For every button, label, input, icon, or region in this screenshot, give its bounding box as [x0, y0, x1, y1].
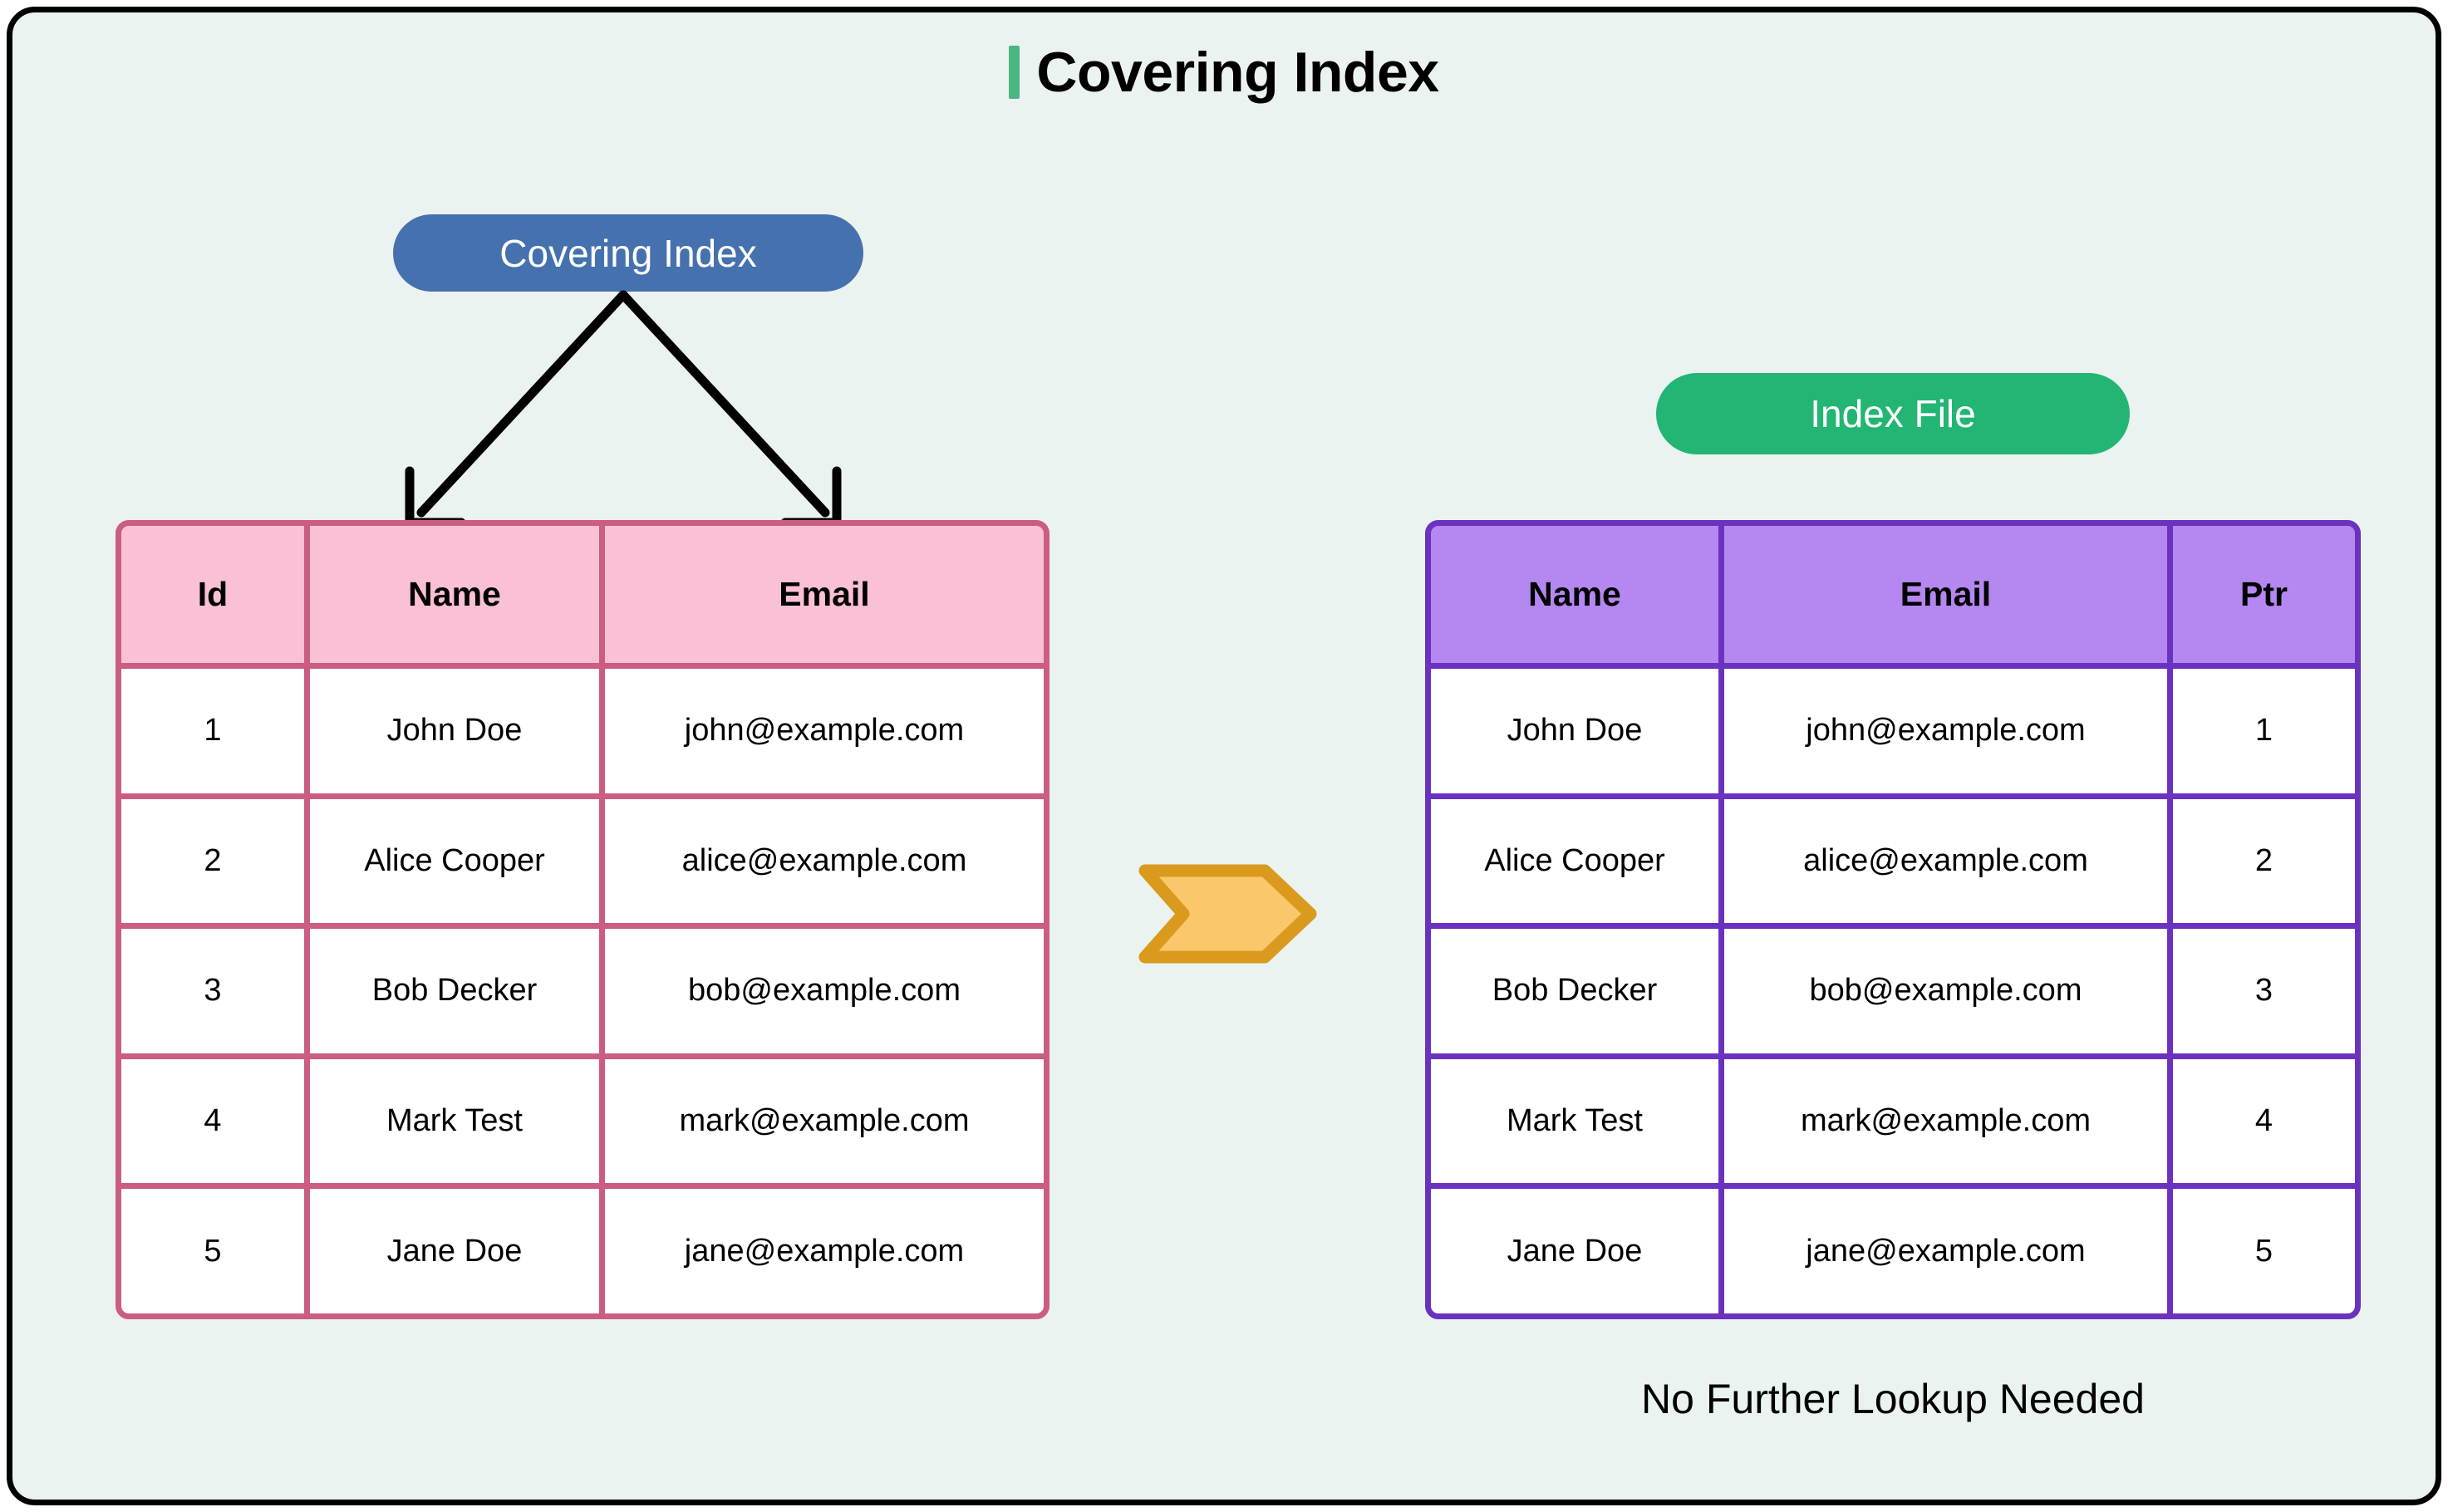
chevron-right-icon: [1138, 864, 1317, 964]
table-row: John Doe john@example.com 1: [1431, 669, 2355, 793]
diagram-canvas: Covering Index Covering Index Index File…: [7, 7, 2441, 1505]
cell-email: john@example.com: [1724, 669, 2167, 793]
table-row: 3 Bob Decker bob@example.com: [121, 929, 1044, 1053]
cell-ptr: 5: [2173, 1189, 2355, 1313]
cell-name: Bob Decker: [1431, 929, 1718, 1053]
arrow-line-right: [618, 290, 830, 518]
column-header-email: Email: [1724, 526, 2167, 663]
table-row: 2 Alice Cooper alice@example.com: [121, 798, 1044, 924]
cell-name: Alice Cooper: [310, 798, 599, 924]
page-title: Covering Index: [12, 44, 2436, 101]
column-header-name: Name: [310, 526, 599, 663]
caption-text: No Further Lookup Needed: [1641, 1376, 2145, 1422]
cell-email: jane@example.com: [605, 1189, 1044, 1313]
cell-name: Mark Test: [310, 1058, 599, 1184]
arrow-head-right: [780, 466, 842, 528]
connector-arrows: [405, 290, 842, 528]
table-row: 4 Mark Test mark@example.com: [121, 1058, 1044, 1184]
cell-email: mark@example.com: [605, 1058, 1044, 1184]
cell-email: john@example.com: [605, 669, 1044, 793]
table-header-row: Name Email Ptr: [1431, 526, 2355, 663]
page-title-text: Covering Index: [1036, 41, 1439, 104]
cell-name: John Doe: [310, 669, 599, 793]
cell-id: 5: [121, 1189, 304, 1313]
table-row: 5 Jane Doe jane@example.com: [121, 1189, 1044, 1313]
cell-ptr: 1: [2173, 669, 2355, 793]
arrow-head-left: [405, 466, 466, 528]
cell-email: bob@example.com: [1724, 929, 2167, 1053]
badge-covering-index-label: Covering Index: [499, 231, 757, 275]
badge-index-file: Index File: [1656, 373, 2130, 454]
cell-id: 3: [121, 929, 304, 1053]
cell-name: John Doe: [1431, 669, 1718, 793]
badge-covering-index: Covering Index: [393, 214, 863, 292]
cell-name: Bob Decker: [310, 929, 599, 1053]
cell-email: mark@example.com: [1724, 1058, 2167, 1184]
cell-id: 2: [121, 798, 304, 924]
cell-ptr: 2: [2173, 798, 2355, 924]
cell-ptr: 3: [2173, 929, 2355, 1053]
title-accent-bar: [1009, 46, 1020, 99]
cell-email: alice@example.com: [605, 798, 1044, 924]
cell-name: Jane Doe: [310, 1189, 599, 1313]
table-header-row: Id Name Email: [121, 526, 1044, 663]
column-header-ptr: Ptr: [2173, 526, 2355, 663]
badge-index-file-label: Index File: [1810, 392, 1976, 435]
column-header-email: Email: [605, 526, 1044, 663]
table-row: Bob Decker bob@example.com 3: [1431, 929, 2355, 1053]
table-row: Jane Doe jane@example.com 5: [1431, 1189, 2355, 1313]
cell-name: Jane Doe: [1431, 1189, 1718, 1313]
column-header-id: Id: [121, 526, 304, 663]
cell-name: Alice Cooper: [1431, 798, 1718, 924]
table-row: Alice Cooper alice@example.com 2: [1431, 798, 2355, 924]
data-table: Id Name Email 1 John Doe john@example.co…: [116, 520, 1049, 1319]
cell-email: jane@example.com: [1724, 1189, 2167, 1313]
table-row: 1 John Doe john@example.com: [121, 669, 1044, 793]
column-header-name: Name: [1431, 526, 1718, 663]
cell-id: 4: [121, 1058, 304, 1184]
table-row: Mark Test mark@example.com 4: [1431, 1058, 2355, 1184]
cell-name: Mark Test: [1431, 1058, 1718, 1184]
cell-ptr: 4: [2173, 1058, 2355, 1184]
arrow-line-left: [416, 290, 628, 518]
cell-email: alice@example.com: [1724, 798, 2167, 924]
cell-id: 1: [121, 669, 304, 793]
cell-email: bob@example.com: [605, 929, 1044, 1053]
index-table: Name Email Ptr John Doe john@example.com…: [1425, 520, 2361, 1319]
